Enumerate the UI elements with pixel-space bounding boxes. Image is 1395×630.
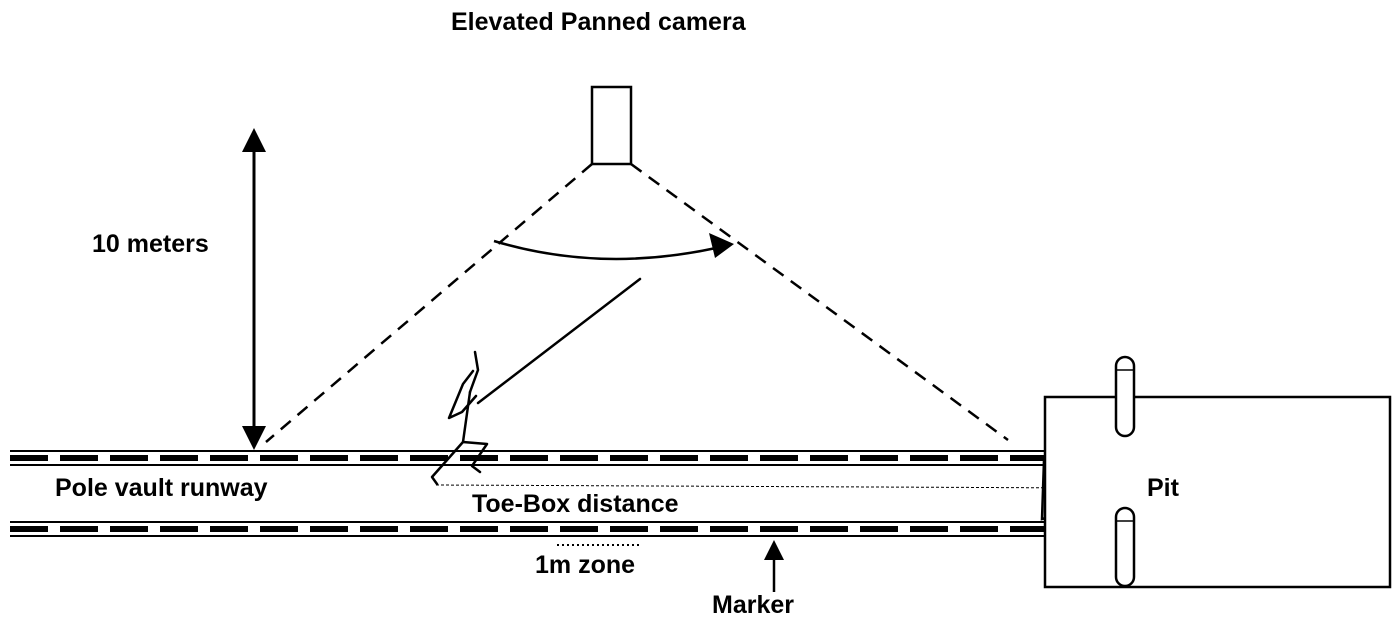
height-label: 10 meters	[92, 230, 209, 258]
runway-top-border	[10, 450, 1045, 466]
pan-arc-arrow	[493, 239, 717, 261]
vaulter-figure-icon	[430, 277, 642, 486]
pan-arrow-head-icon	[709, 233, 734, 258]
pit-label: Pit	[1147, 474, 1179, 502]
camera-fov-left-line	[265, 163, 593, 443]
runway-bottom-border	[10, 521, 1045, 537]
marker-label: Marker	[712, 591, 794, 619]
toebox-distance-label: Toe-Box distance	[472, 490, 679, 518]
standard-bottom	[1114, 506, 1136, 588]
pit-box	[1043, 395, 1392, 589]
camera-label: Elevated Panned camera	[451, 8, 746, 36]
height-arrow-bottom-icon	[242, 426, 266, 450]
height-arrow-top-icon	[242, 128, 266, 152]
camera-box	[590, 85, 633, 166]
toebox-distance-line	[435, 484, 1094, 489]
standard-top	[1114, 355, 1136, 438]
one-meter-zone-label: 1m zone	[535, 551, 636, 579]
marker-arrow-head-icon	[764, 540, 784, 560]
runway-label: Pole vault runway	[55, 474, 268, 502]
camera-fov-right-line	[630, 162, 1009, 442]
